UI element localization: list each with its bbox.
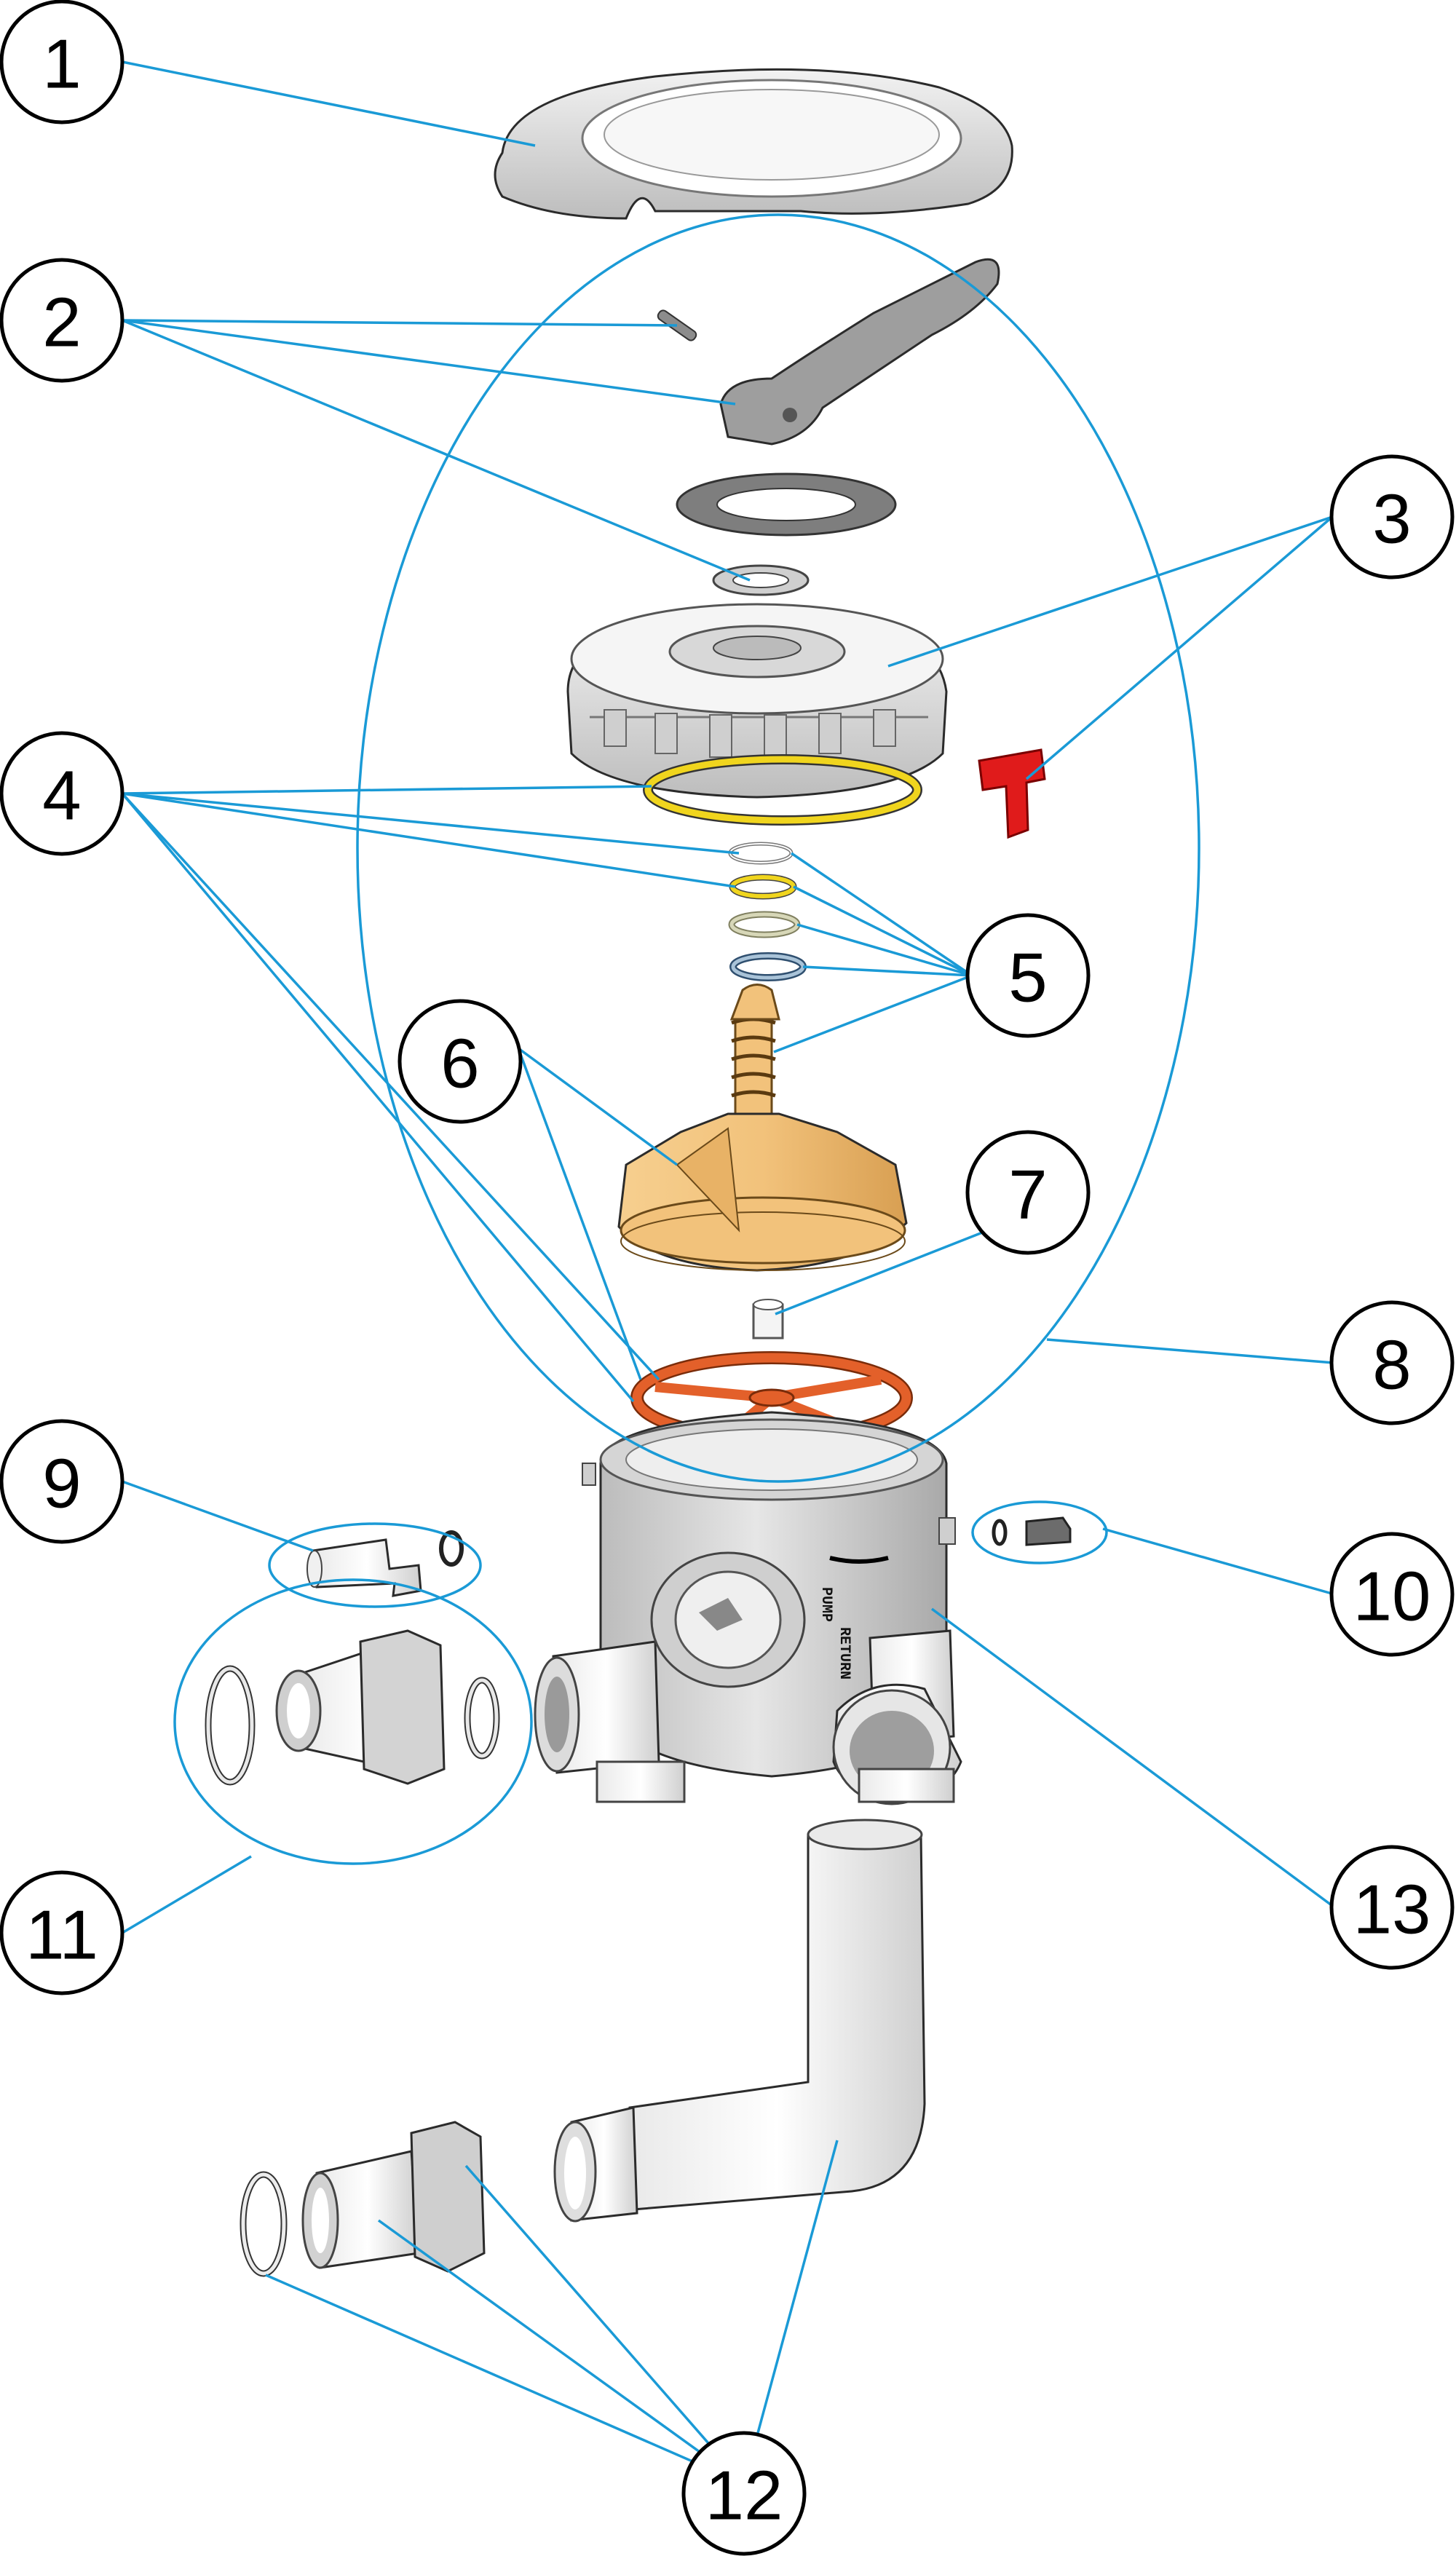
large-o-ring-part: [643, 754, 922, 826]
callout-8: 8: [1329, 1300, 1455, 1425]
callout-10-label: 10: [1353, 1558, 1431, 1636]
callout-6: 6: [397, 999, 523, 1124]
assembly-8-ring: [356, 213, 1200, 1483]
callout-4: 4: [0, 731, 124, 856]
callout-10: 10: [1329, 1532, 1455, 1657]
callout-2-label: 2: [42, 284, 81, 362]
group-rings: [173, 213, 1200, 1865]
lock-clip-part: [978, 748, 1046, 839]
union-set-part: [205, 1629, 500, 1786]
callout-12-label: 12: [705, 2457, 783, 2535]
rotor-part: [617, 984, 908, 1272]
valve-lid-part: [566, 603, 948, 799]
body-label-pump: PUMP: [818, 1587, 834, 1622]
body-label-return: RETURN: [836, 1627, 852, 1679]
stem-part: [752, 1299, 784, 1340]
small-washer-part: [712, 564, 810, 596]
valve-body-part: PUMP RETURN: [534, 1411, 962, 1805]
callout-3: 3: [1329, 454, 1455, 579]
callout-5-label: 5: [1008, 939, 1047, 1017]
callout-5: 5: [965, 913, 1091, 1038]
callout-1-label: 1: [42, 25, 81, 103]
callout-6-label: 6: [440, 1025, 479, 1103]
group-9-ring: [268, 1522, 482, 1608]
handle-lever-part: [719, 258, 1000, 446]
flat-washer-part: [676, 472, 897, 537]
callout-3-label: 3: [1372, 480, 1411, 558]
group-10-ring: [971, 1500, 1108, 1564]
callout-11: 11: [0, 1870, 124, 1995]
seal-stack-part: [728, 842, 807, 981]
callout-11-label: 11: [25, 1896, 98, 1974]
callout-9-label: 9: [42, 1445, 81, 1523]
elbow-pipe-part: [553, 1819, 926, 2223]
callout-7: 7: [965, 1130, 1091, 1255]
callout-8-label: 8: [1372, 1326, 1411, 1404]
callout-9: 9: [0, 1419, 124, 1544]
leader-lines: [121, 60, 1336, 2485]
callout-13-label: 13: [1353, 1871, 1431, 1949]
pipe-union-part: [240, 2121, 486, 2277]
group-11-ring: [173, 1578, 533, 1865]
adapter-part: [306, 1530, 464, 1597]
callout-7-label: 7: [1008, 1156, 1047, 1234]
callout-13: 13: [1329, 1845, 1455, 1970]
callout-12: 12: [681, 2431, 807, 2556]
callout-1: 1: [0, 0, 124, 124]
cover-ring-part: [494, 68, 1013, 220]
drain-plug-part: [992, 1516, 1072, 1546]
callout-2: 2: [0, 258, 124, 383]
callout-4-label: 4: [42, 757, 81, 835]
